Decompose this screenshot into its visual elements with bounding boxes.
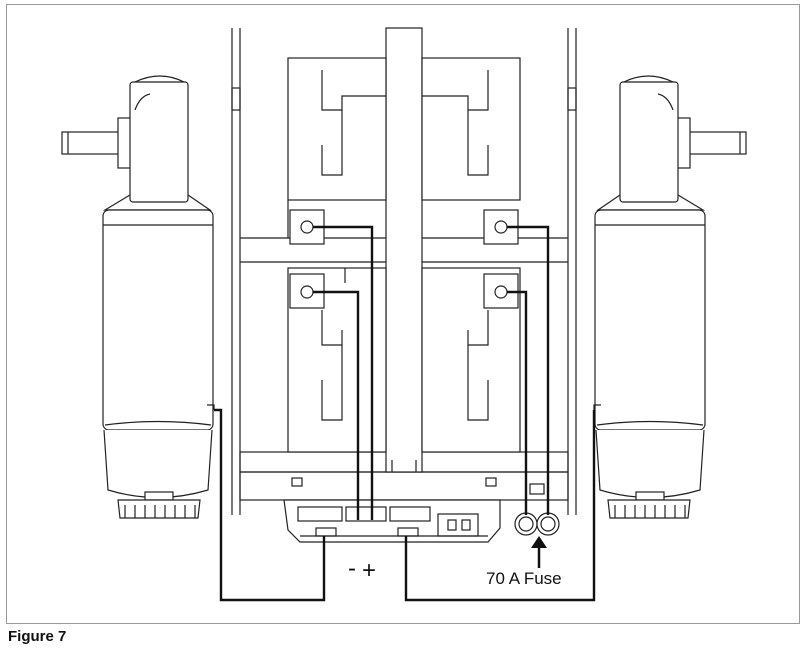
left-motor [61, 75, 215, 519]
fuse-label: 70 A Fuse [486, 569, 562, 588]
controller-module [283, 483, 545, 543]
battery-upper-right [421, 57, 521, 201]
up-arrow-icon [531, 536, 547, 568]
terminal-ring-icon [300, 220, 508, 299]
fuse-block [514, 512, 560, 536]
battery-upper-left [287, 57, 387, 238]
center-post [385, 27, 423, 473]
negative-terminal-label: - [348, 555, 356, 582]
figure-caption: Figure 7 [8, 628, 67, 645]
wiring [214, 225, 596, 602]
positive-terminal-label: + [362, 557, 376, 584]
right-motor [593, 75, 747, 519]
figure-frame [6, 4, 800, 624]
